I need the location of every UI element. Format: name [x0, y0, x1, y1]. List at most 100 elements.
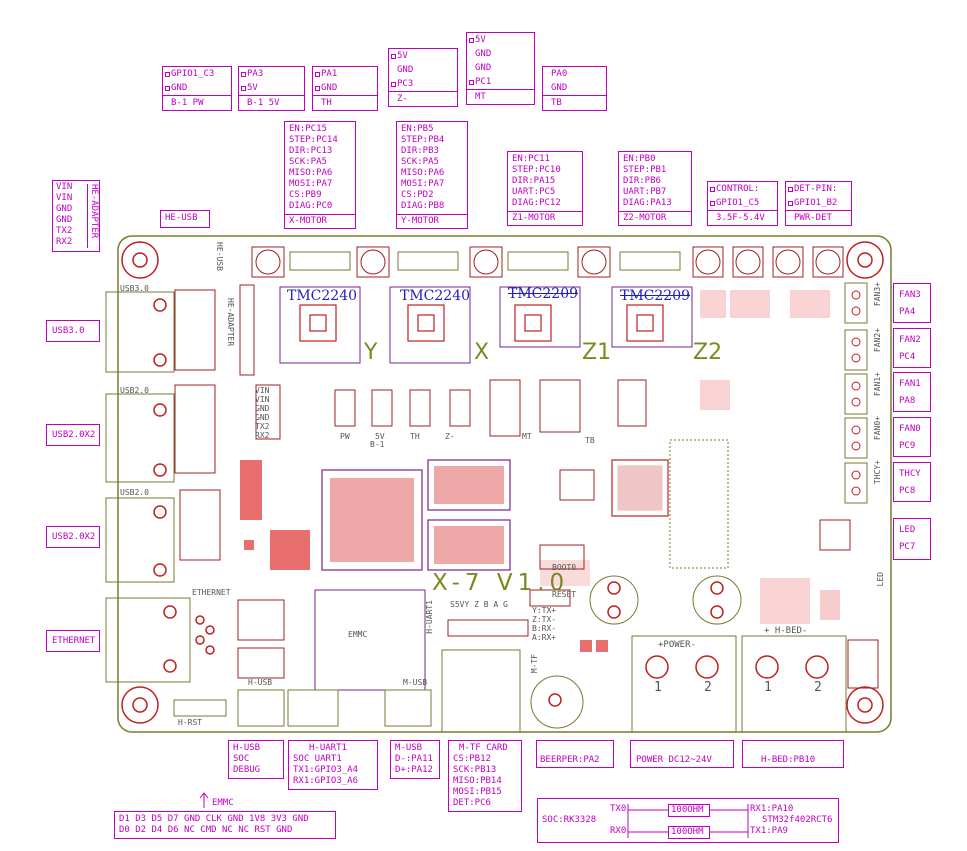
capacitors — [530, 575, 742, 729]
thcy-box: THCY PC8 — [893, 462, 931, 502]
h-usb-info-1: H-USB — [233, 743, 261, 753]
led-box: LED PC7 — [893, 518, 931, 560]
bottom-connectors — [173, 649, 521, 733]
silk-power-1: 1 — [654, 680, 662, 695]
he-adapter-box: VIN VIN GND GND TX2 RX2 — [52, 180, 100, 252]
silk-th: TH — [410, 432, 420, 441]
pwr-det-box: DET-PIN: GPIO1_B2 PWR-DET — [785, 181, 852, 226]
emmc-row-1: D1 D3 D5 D7 GND CLK GND 1V8 3V3 GND — [119, 814, 309, 824]
rx0-label: RX0 — [610, 826, 627, 836]
fan0-pin: PC9 — [899, 441, 916, 451]
silk-vin-6: RX2 — [255, 431, 270, 440]
silk-h-bed: + H-BED- — [764, 626, 808, 636]
usb30-label: USB3.0 — [46, 320, 100, 342]
m-tf-info-4: MISO:PB14 — [453, 776, 502, 786]
mcu — [611, 459, 669, 517]
emmc-pinout-box: D1 D3 D5 D7 GND CLK GND 1V8 3V3 GND D0 D… — [114, 811, 336, 839]
silk-fan3: FAN3+ — [873, 282, 882, 307]
silk-vin-block: VIN VIN GND GND TX2 RX2 — [255, 386, 269, 440]
m-tf-info-1: M-TF CARD — [459, 743, 508, 753]
fan-pins — [851, 290, 861, 496]
z2-motor-line-2: STEP:PB1 — [623, 165, 667, 175]
silk-he-adapter: HE-ADAPTER — [226, 298, 235, 347]
fan3-box: FAN3 PA4 — [893, 283, 931, 323]
y-motor-line-4: SCK:PA5 — [401, 157, 439, 167]
mt-box: 5V GND GND PC1 MT — [466, 32, 535, 105]
z1-motor-line-2: STEP:PC10 — [512, 165, 561, 175]
fan0-name: FAN0 — [899, 424, 921, 434]
fan-connectors — [844, 282, 868, 504]
silk-h-rst: H-RST — [178, 718, 203, 727]
z2-motor-line-4: UART:PB7 — [623, 187, 667, 197]
m-tf-info-6: DET:PC6 — [453, 798, 491, 808]
m-usb-info-box: M-USB D-:PA11 D+:PA12 — [390, 740, 440, 779]
silk-boot0: BOOT0 — [552, 563, 577, 572]
b15v-line-1: PA3 — [239, 67, 304, 81]
control-title: 3.5F-5.4V — [708, 210, 777, 225]
smd-components — [240, 290, 840, 652]
tb-box: PA0 GND TB — [542, 66, 607, 111]
silk-led: LED — [876, 572, 885, 587]
axis-z2-letter: Z2 — [693, 340, 723, 365]
silk-thcy: THCY+ — [873, 460, 882, 485]
pwrdet-title: PWR-DET — [786, 210, 851, 225]
driver-y-name: TMC2240 — [400, 288, 471, 304]
uart-lines — [627, 804, 749, 838]
axis-y-letter: Y — [364, 340, 378, 365]
h-uart1-info-4: RX1:GPIO3_A6 — [293, 776, 359, 786]
silk-usb20-1: USB2.0 — [120, 386, 149, 395]
mt-line-4: PC1 — [467, 75, 534, 89]
m-usb-info-1: M-USB — [395, 743, 423, 753]
ground-plane — [669, 439, 729, 569]
b1-5v-box: PA3 5V B-1 5V — [238, 66, 305, 111]
silk-b1: B-1 — [370, 440, 385, 449]
z1-motor-line-1: EN:PC11 — [512, 154, 550, 164]
mounting-holes — [121, 241, 884, 724]
silk-uart-pins: Y:TX+ Z:TX- B:RX- A:RX+ — [532, 606, 556, 642]
b1-pw-box: GPIO1_C3 GND B-1 PW — [162, 66, 232, 111]
driver-chips — [299, 304, 664, 342]
silk-vin-1: VIN — [255, 386, 270, 395]
z2-motor-line-3: DIR:PB6 — [623, 176, 661, 186]
x-motor-line-7: CS:PB9 — [289, 190, 322, 200]
thcy-pin: PC8 — [899, 486, 916, 496]
b15v-line-2: 5V — [239, 81, 304, 95]
b1pw-line-1: GPIO1_C3 — [163, 67, 231, 81]
axis-z1-letter: Z1 — [582, 340, 612, 365]
capacitor-pads — [548, 581, 724, 707]
resistor-2: 100OHM — [668, 826, 710, 839]
silk-power-2: 2 — [704, 680, 712, 695]
zminus-line-2: GND — [397, 65, 414, 75]
x-motor-line-8: DIAG:PC0 — [289, 201, 333, 211]
thcy-name: THCY — [899, 469, 921, 479]
silk-vin-3: GND — [255, 404, 270, 413]
driver-x-name: TMC2240 — [287, 288, 358, 304]
x-motor-line-3: DIR:PC13 — [289, 146, 333, 156]
fan2-box: FAN2 PC4 — [893, 328, 931, 368]
tx0-label: TX0 — [610, 804, 627, 814]
h-usb-info-3: DEBUG — [233, 765, 261, 775]
uart-link-box — [537, 798, 839, 843]
emmc-row-2: D0 D2 D4 D6 NC CMD NC NC RST GND — [119, 825, 293, 835]
fan1-name: FAN1 — [899, 379, 921, 389]
x-motor-line-4: SCK:PA5 — [289, 157, 327, 167]
silk-reset: RESET — [552, 590, 577, 599]
th-box: PA1 GND TH — [312, 66, 378, 111]
y-motor-title: Y-MOTOR — [397, 214, 467, 228]
mt-title: MT — [467, 89, 534, 104]
th-line-1: PA1 — [313, 67, 377, 81]
silk-power: +POWER- — [658, 640, 696, 650]
m-tf-info-5: MOSI:PB15 — [453, 787, 502, 797]
zminus-line-3: PC3 — [389, 77, 457, 91]
control-line-2: GPIO1_C5 — [708, 196, 777, 210]
rx1-label: RX1:PA10 — [750, 804, 794, 814]
h-uart1-info-2: SOC UART1 — [293, 754, 342, 764]
silk-z-minus: Z- — [445, 432, 455, 441]
z2-motor-title: Z2-MOTOR — [619, 211, 691, 225]
board-title: X-7 V1.0 — [432, 570, 570, 596]
control-line-1: CONTROL: — [708, 182, 777, 196]
silk-hbed-1: 1 — [764, 680, 772, 695]
b1pw-title: B-1 PW — [163, 95, 231, 110]
emmc-arrow — [199, 792, 209, 808]
